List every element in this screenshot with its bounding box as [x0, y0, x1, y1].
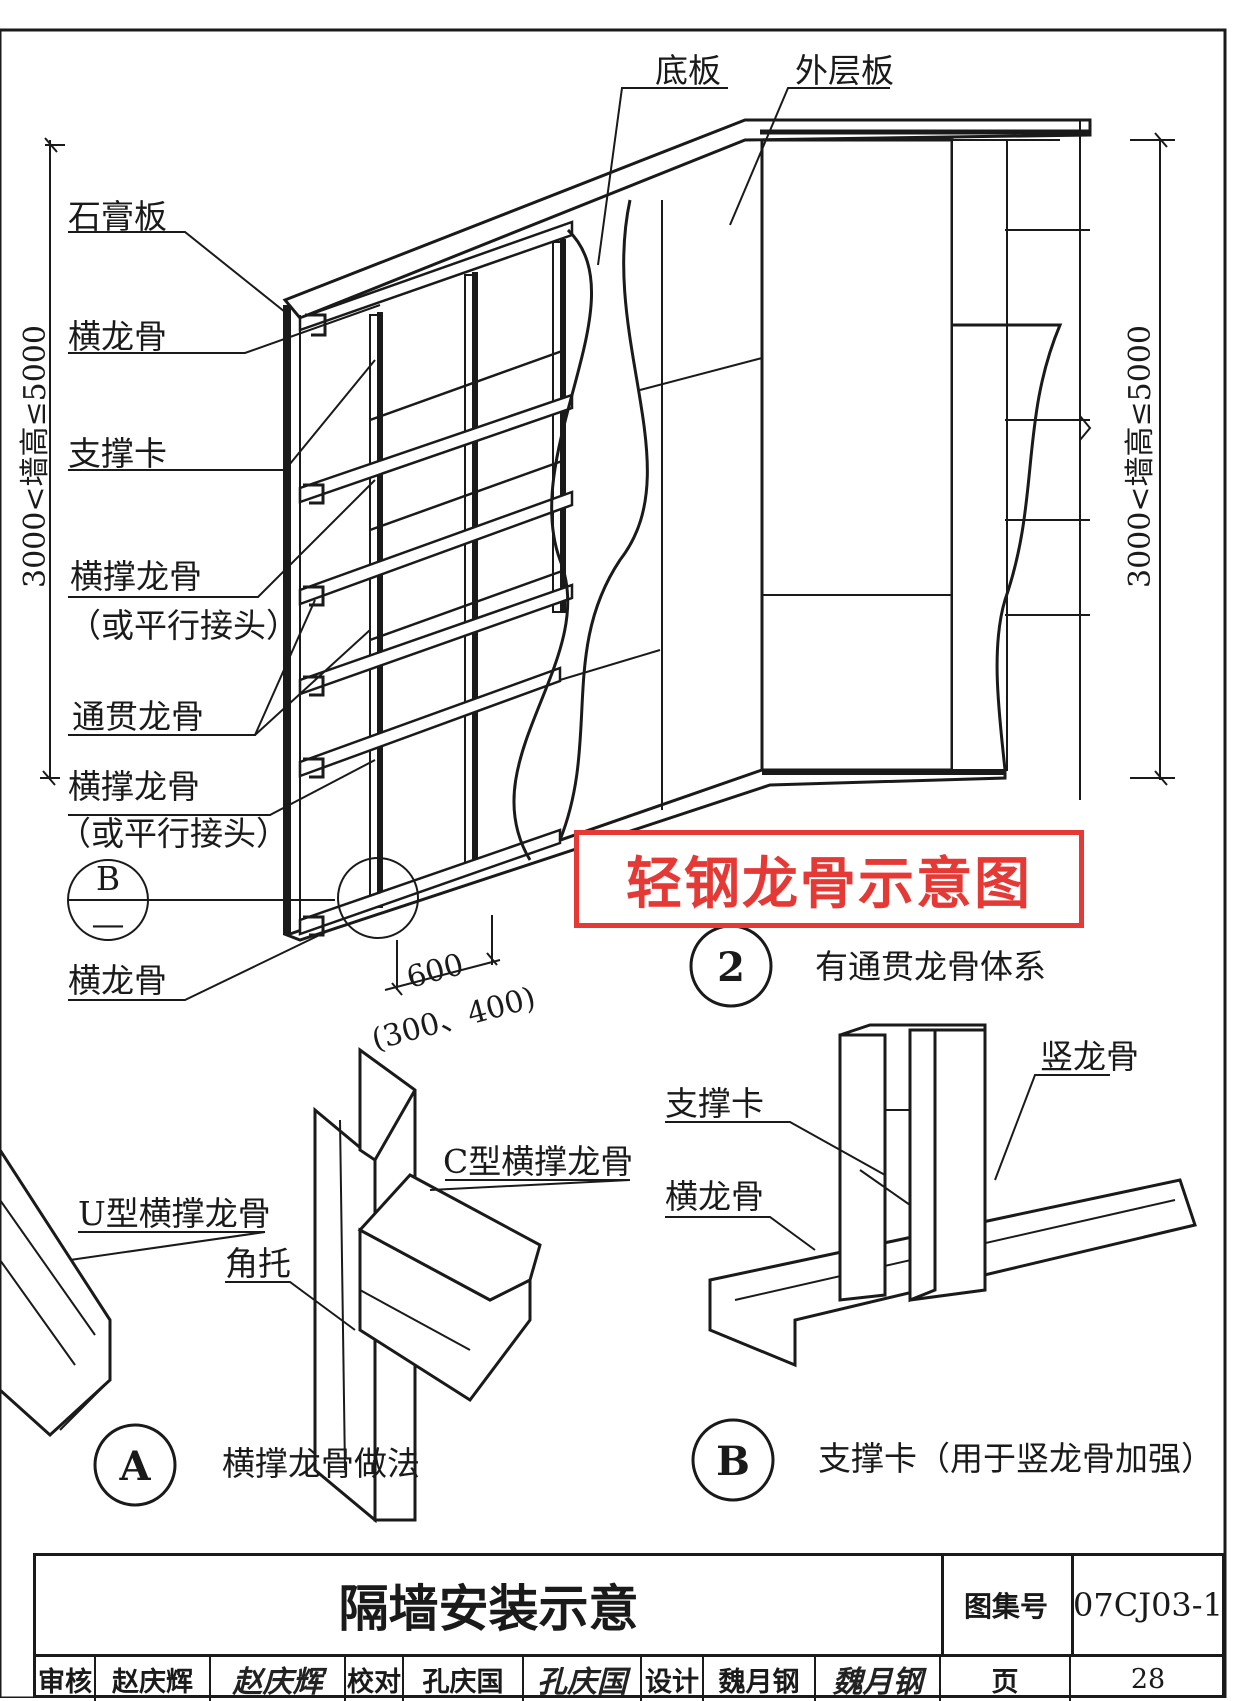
atlas-number: 07CJ03-1 — [1073, 1586, 1223, 1624]
height-dimensions — [40, 132, 1175, 786]
caption-2-text: 有通贯龙骨体系 — [815, 947, 1046, 986]
label-spacing-alt: (300、400) — [368, 980, 539, 1057]
label-brace-clip: 支撑卡 — [68, 434, 167, 473]
wall-assembly — [282, 118, 1092, 942]
reviewer-signature: 赵庆辉 — [211, 1657, 346, 1701]
page-frame — [0, 28, 1227, 1698]
label-cross-brace-1: 横撑龙骨 — [70, 557, 202, 596]
page-label: 页 — [941, 1657, 1071, 1701]
label-b-brace-clip: 支撑卡 — [665, 1084, 764, 1123]
reviewer-name: 赵庆辉 — [96, 1657, 211, 1701]
overlay-label-box: 轻钢龙骨示意图 — [574, 830, 1084, 928]
label-through-stud: 通贯龙骨 — [72, 697, 204, 736]
detail-reference-b: B — — [67, 859, 149, 943]
overlay-label: 轻钢龙骨示意图 — [626, 851, 1032, 917]
detail-ref-top: B — [96, 859, 120, 898]
detail-a-drawing — [0, 1047, 542, 1524]
detail-b-drawing — [708, 1023, 1197, 1368]
detail-a-caption: 横撑龙骨做法 — [222, 1444, 420, 1483]
label-top-track: 横龙骨 — [68, 317, 167, 356]
detail-b-marker — [337, 857, 419, 939]
label-outer-board: 外层板 — [795, 51, 894, 90]
label-base-board: 底板 — [655, 51, 721, 90]
label-height-left: 3000<墙高≤5000 — [18, 325, 53, 588]
label-cross-brace-2-note: （或平行接头） — [58, 814, 289, 853]
checker-signature: 孔庆国 — [524, 1657, 642, 1701]
design-label: 设计 — [642, 1657, 704, 1701]
detail-a-letter: A — [118, 1443, 151, 1490]
page-number: 28 — [1130, 1663, 1166, 1695]
designer-name: 魏月钢 — [704, 1657, 816, 1701]
label-height-right: 3000<墙高≤5000 — [1123, 325, 1158, 588]
detail-a-leaders — [69, 1179, 631, 1331]
label-b-track: 横龙骨 — [665, 1177, 764, 1216]
detail-b-circle — [691, 1418, 775, 1502]
atlas-label: 图集号 — [941, 1556, 1074, 1654]
review-label: 审核 — [36, 1657, 96, 1701]
studs — [369, 239, 566, 908]
base-board-edge — [512, 228, 594, 861]
label-u-brace: U型横撑龙骨 — [78, 1194, 271, 1233]
detail-b-leaders — [665, 1074, 1110, 1251]
title-block: 隔墙安装示意 图集号 07CJ03-1 审核 赵庆辉 赵庆辉 校对 孔庆国 孔庆… — [33, 1553, 1225, 1701]
label-cross-brace-1-note: （或平行接头） — [68, 606, 299, 645]
check-label: 校对 — [346, 1657, 404, 1701]
channel-ends — [303, 313, 327, 937]
cross-braces — [298, 220, 574, 936]
label-cross-brace-2: 横撑龙骨 — [68, 767, 200, 806]
outer-board-edge — [558, 199, 649, 841]
label-angle: 角托 — [225, 1244, 291, 1283]
label-spacing: 600 — [403, 947, 467, 996]
label-gypsum-board: 石膏板 — [68, 197, 167, 236]
label-c-brace: C型横撑龙骨 — [443, 1142, 633, 1181]
outer-board-panel — [760, 138, 954, 772]
label-bottom-track: 横龙骨 — [68, 961, 167, 1000]
caption-2-number: 2 — [717, 944, 745, 991]
label-b-stud: 竖龙骨 — [1040, 1037, 1139, 1076]
detail-a-circle — [93, 1423, 177, 1507]
designer-signature: 魏月钢 — [816, 1657, 941, 1701]
drawing-title: 隔墙安装示意 — [36, 1556, 944, 1654]
detail-b-letter: B — [716, 1438, 750, 1485]
signature-row: 审核 赵庆辉 赵庆辉 校对 孔庆国 孔庆国 设计 魏月钢 魏月钢 页 28 — [36, 1654, 1225, 1701]
detail-ref-bottom: — — [92, 904, 125, 943]
spacing-dimension — [384, 915, 501, 996]
detail-b-caption: 支撑卡（用于竖龙骨加强） — [818, 1439, 1214, 1478]
checker-name: 孔庆国 — [404, 1657, 524, 1701]
